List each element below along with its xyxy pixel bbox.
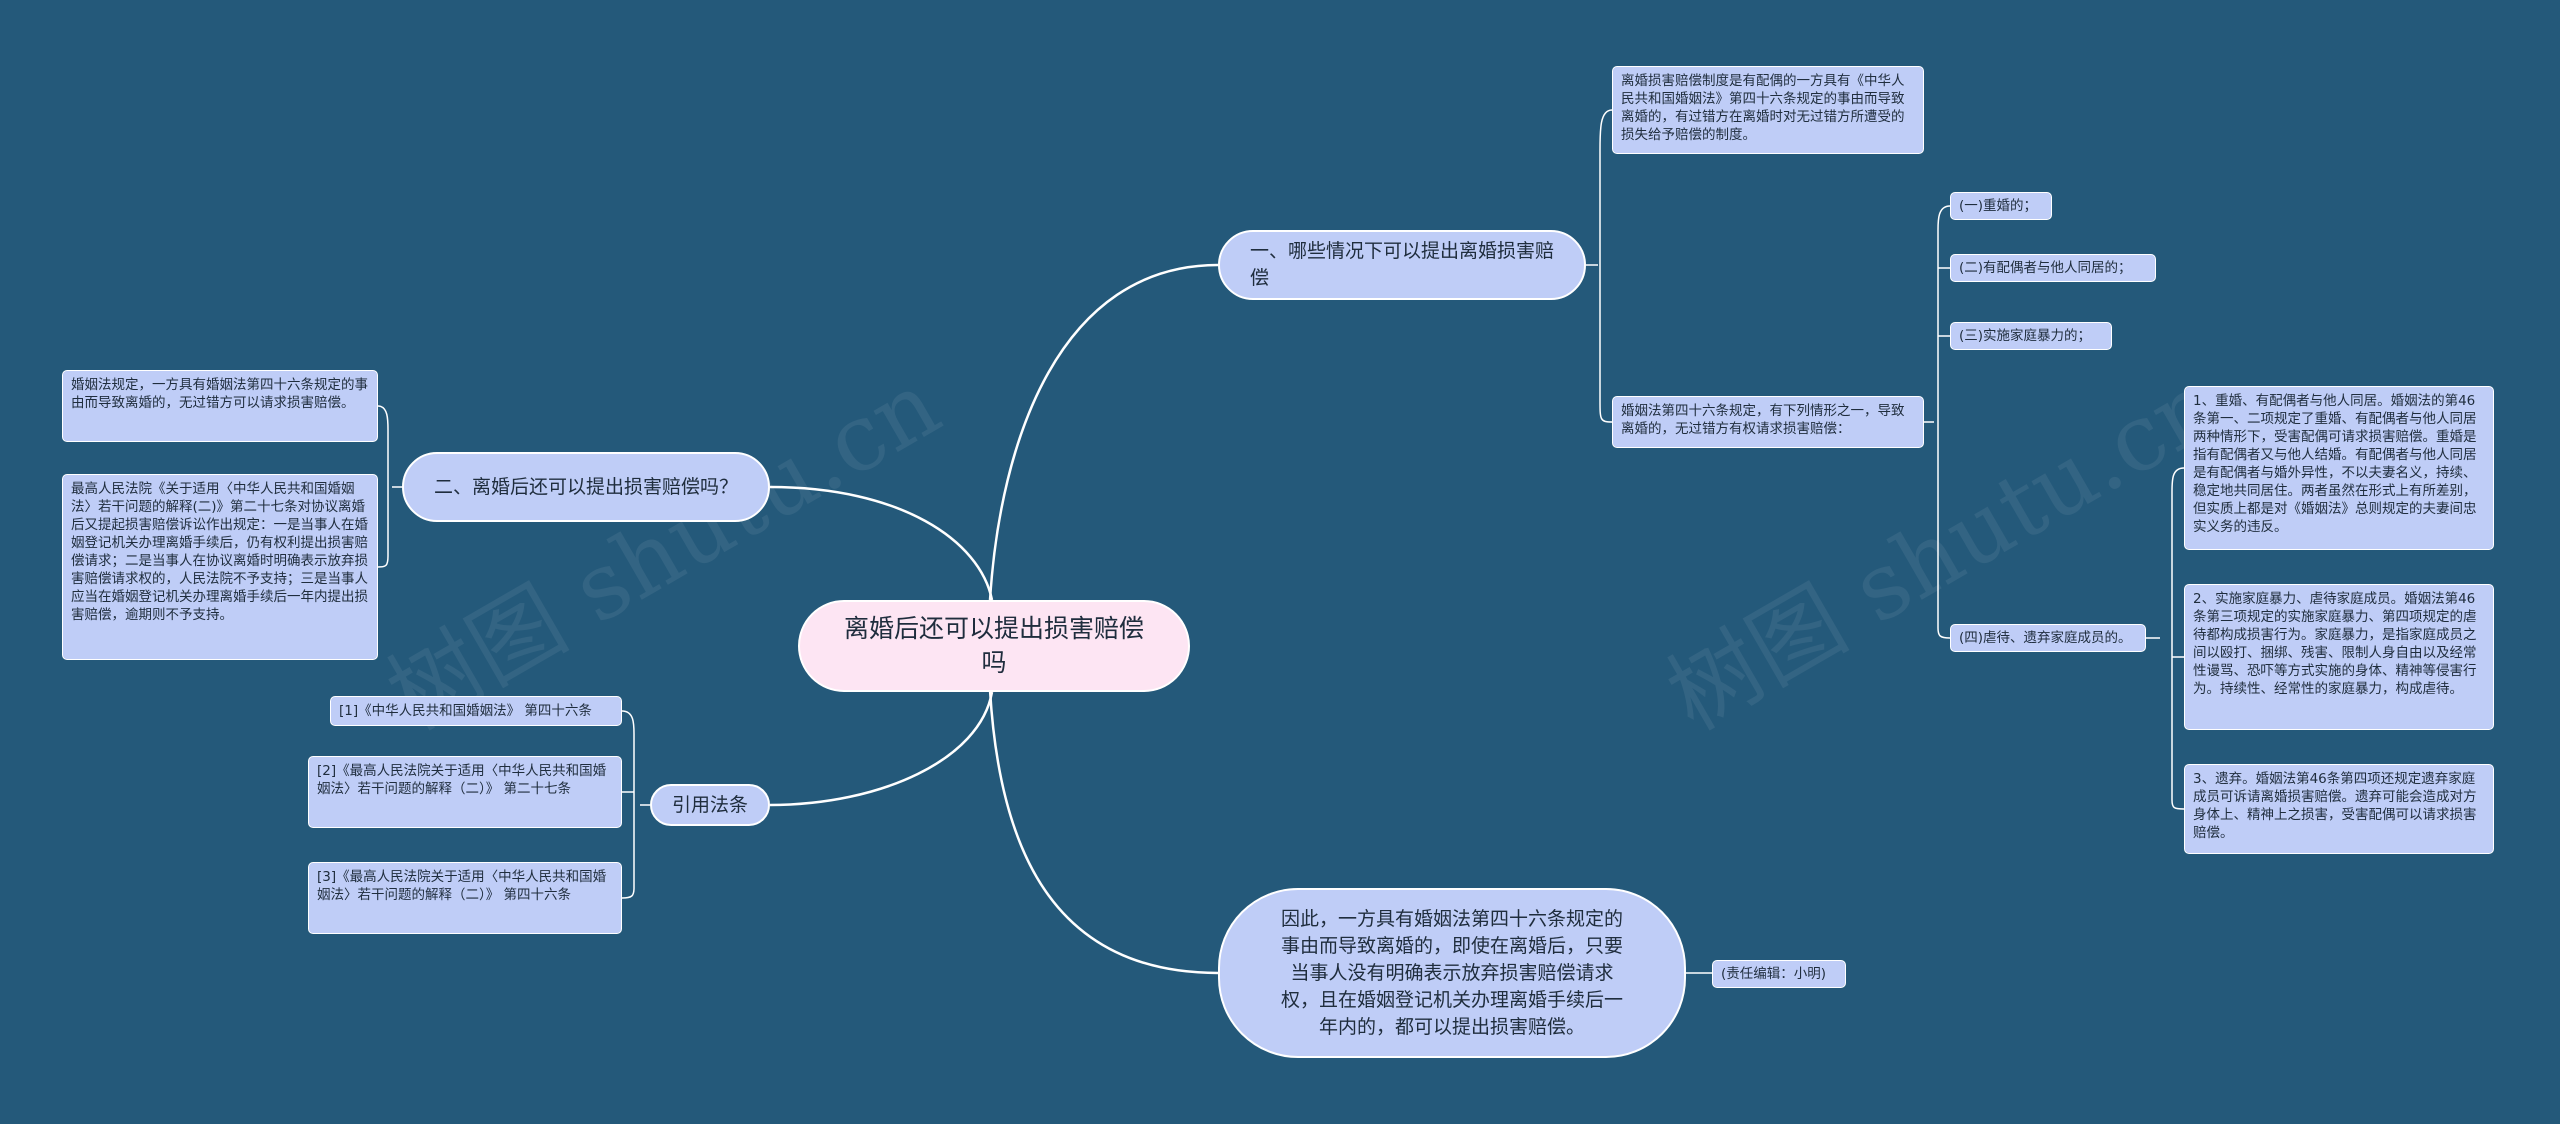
connector-line xyxy=(621,710,635,899)
connector-line xyxy=(769,691,994,807)
cited-law-item[interactable]: [3]《最高人民法院关于适用〈中华人民共和国婚姻法〉若干问题的解释（二）》 第四… xyxy=(308,862,622,934)
leaf-compensation-definition[interactable]: 离婚损害赔偿制度是有配偶的一方具有《中华人民共和国婚姻法》第四十六条规定的事由而… xyxy=(1612,66,1924,154)
branch2-leaf[interactable]: 最高人民法院《关于适用〈中华人民共和国婚姻法〉若干问题的解释(二)》第二十七条对… xyxy=(62,474,378,660)
connector-line xyxy=(377,405,389,568)
cited-law-item[interactable]: [1]《中华人民共和国婚姻法》 第四十六条 xyxy=(330,696,622,726)
detail-item[interactable]: 2、实施家庭暴力、虐待家庭成员。婚姻法第46条第三项规定的实施家庭暴力、第四项规… xyxy=(2184,584,2494,730)
connector-line xyxy=(2171,467,2185,810)
connector-line xyxy=(988,263,1219,601)
branch-cited-laws[interactable]: 引用法条 xyxy=(650,784,770,826)
connector-line xyxy=(769,485,994,601)
root-topic[interactable]: 离婚后还可以提出损害赔偿吗 xyxy=(798,600,1190,692)
connector-line xyxy=(1599,109,1613,423)
cited-law-item[interactable]: [2]《最高人民法院关于适用〈中华人民共和国婚姻法〉若干问题的解释（二）》 第二… xyxy=(308,756,622,828)
branch-conclusion[interactable]: 因此，一方具有婚姻法第四十六条规定的事由而导致离婚的，即使在离婚后，只要当事人没… xyxy=(1218,888,1686,1058)
leaf-article-46[interactable]: 婚姻法第四十六条规定，有下列情形之一，导致离婚的，无过错方有权请求损害赔偿： xyxy=(1612,396,1924,448)
branch-when-claim-damages[interactable]: 一、哪些情况下可以提出离婚损害赔偿 xyxy=(1218,230,1586,300)
detail-item[interactable]: 3、遗弃。婚姻法第46条第四项还规定遗弃家庭成员可诉请离婚损害赔偿。遗弃可能会造… xyxy=(2184,764,2494,854)
branch2-leaf[interactable]: 婚姻法规定，一方具有婚姻法第四十六条规定的事由而导致离婚的，无过错方可以请求损害… xyxy=(62,370,378,442)
situation-item[interactable]: (二)有配偶者与他人同居的； xyxy=(1950,254,2156,282)
connector-line xyxy=(988,689,1219,975)
connector-line xyxy=(1937,205,1951,639)
branch-after-divorce[interactable]: 二、离婚后还可以提出损害赔偿吗？ xyxy=(402,452,770,522)
situation-item[interactable]: (一)重婚的； xyxy=(1950,192,2052,220)
situation-item[interactable]: (四)虐待、遗弃家庭成员的。 xyxy=(1950,624,2146,652)
situation-item[interactable]: (三)实施家庭暴力的； xyxy=(1950,322,2112,350)
detail-item[interactable]: 1、重婚、有配偶者与他人同居。婚姻法的第46条第一、二项规定了重婚、有配偶者与他… xyxy=(2184,386,2494,550)
editor-note[interactable]: (责任编辑：小明) xyxy=(1712,960,1846,988)
